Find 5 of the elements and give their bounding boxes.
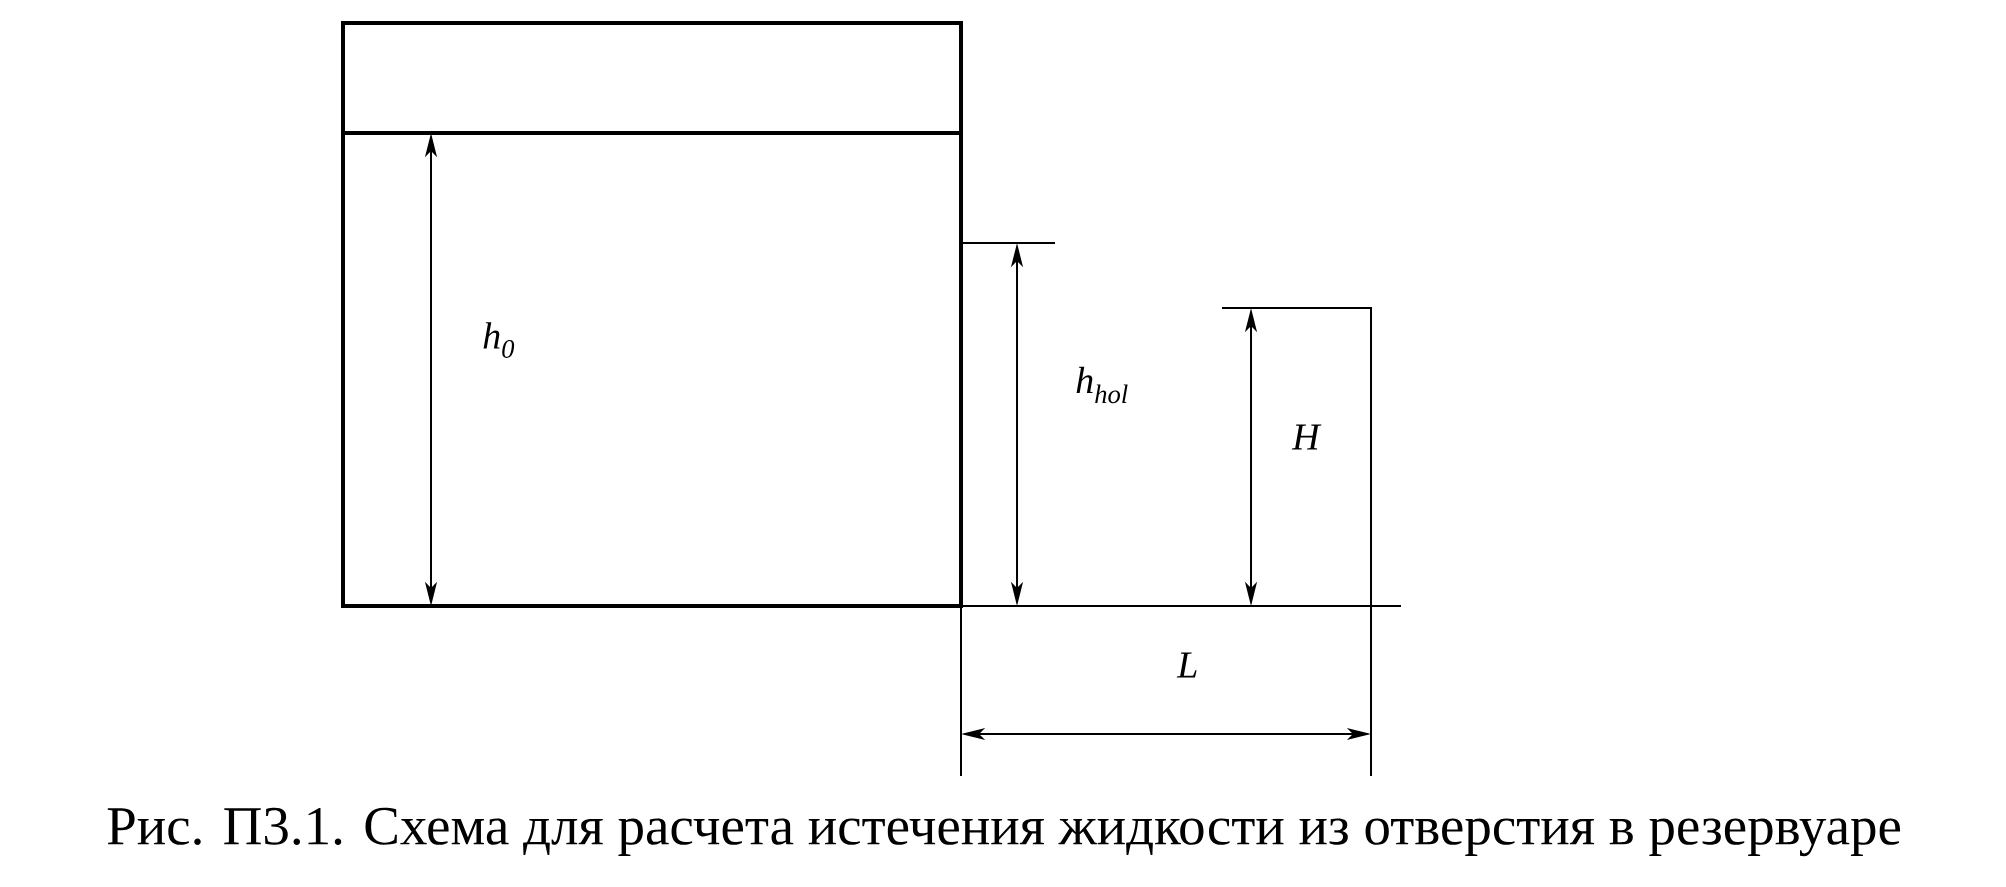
dimension-label: H <box>1291 424 1322 450</box>
dimension-label: h$_{hol}$ <box>1076 366 1128 404</box>
figure-caption: Рис. П3.1. Схема для расчета истечения жидкости из отверстия в резервуаре <box>107 807 1900 857</box>
dimension-label: h$_{0}$ <box>483 322 515 358</box>
dimension-label: L <box>1176 652 1197 678</box>
